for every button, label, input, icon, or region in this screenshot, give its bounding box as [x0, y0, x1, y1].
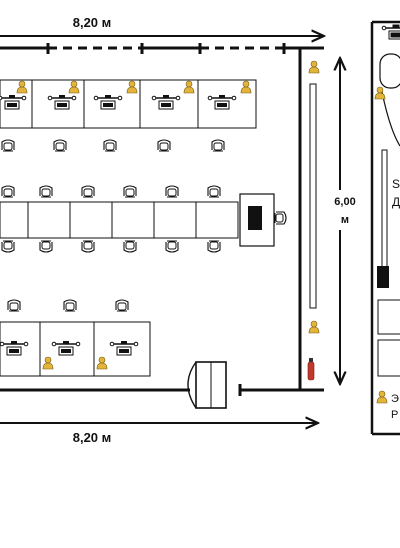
office-chair-icon	[39, 185, 53, 198]
office-chair-icon	[53, 139, 67, 152]
office-chair-icon	[274, 211, 287, 225]
office-chair-icon	[165, 240, 179, 253]
bottom-width-label: 8,20 м	[73, 430, 112, 445]
central-table-row	[0, 185, 287, 253]
central-chairs-bottom	[1, 240, 221, 253]
office-chair-icon	[63, 299, 77, 312]
bottom-dimension: 8,20 м	[0, 423, 318, 445]
right-dimension: 6,00 м	[332, 58, 358, 384]
person-icon	[376, 390, 388, 404]
office-chair-icon	[1, 240, 15, 253]
office-chair-icon	[207, 185, 221, 198]
office-chair-icon	[81, 240, 95, 253]
top-workstation-row	[0, 79, 257, 129]
adjacent-room-panel	[370, 20, 400, 436]
bottom-workstation-block	[0, 299, 151, 377]
office-chair-icon	[1, 185, 15, 198]
office-chair-icon	[207, 240, 221, 253]
office-chair-icon	[81, 185, 95, 198]
top-width-label: 8,20 м	[73, 15, 112, 30]
side-panel-label-1: S	[392, 177, 400, 191]
side-panel-legend-1: Э	[391, 393, 399, 405]
room-walls	[0, 43, 324, 396]
office-chair-icon	[39, 240, 53, 253]
side-panel-legend-2: Р	[391, 409, 398, 421]
office-chair-icon	[7, 299, 21, 312]
person-icon	[374, 86, 386, 100]
office-chair-icon	[157, 139, 171, 152]
teacher-desk	[239, 193, 287, 247]
office-chair-icon	[123, 185, 137, 198]
right-height-unit: м	[341, 214, 349, 226]
top-row-chairs	[1, 139, 225, 152]
office-chair-icon	[123, 240, 137, 253]
side-panel-label-2: Д	[392, 195, 400, 209]
office-chair-icon	[115, 299, 129, 312]
office-chair-icon	[103, 139, 117, 152]
office-chair-icon	[1, 139, 15, 152]
office-chair-icon	[165, 185, 179, 198]
central-chairs-top	[1, 185, 221, 198]
office-chair-icon	[211, 139, 225, 152]
entrance-door	[187, 361, 227, 409]
projection-screen-icon	[309, 83, 317, 309]
person-icon	[308, 60, 320, 74]
person-icon	[308, 320, 320, 334]
fire-extinguisher-icon	[307, 358, 315, 381]
computer-monitor-icon	[381, 24, 400, 40]
right-height-label: 6,00	[334, 196, 355, 208]
top-dimension: 8,20 м	[0, 15, 324, 36]
